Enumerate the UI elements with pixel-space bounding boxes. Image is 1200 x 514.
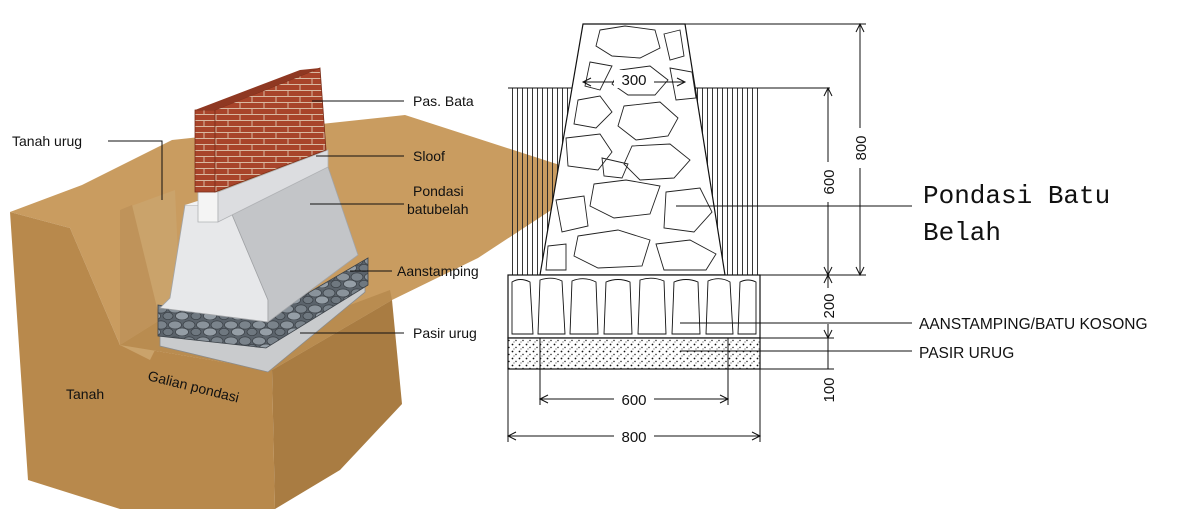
stone-foundation: [539, 23, 726, 276]
dim-label-600: 600: [621, 392, 646, 409]
label-tanah-urug: Tanah urug: [12, 133, 82, 149]
aanstamping-stones: [511, 277, 757, 335]
dim-arrow-800-left: [506, 431, 517, 441]
label-tanah: Tanah: [66, 386, 104, 402]
dim-arrow-v200-top: [823, 273, 833, 284]
dim-arrow-v800-top: [855, 22, 865, 33]
label-pondasi-line2: batubelah: [407, 201, 469, 217]
dim-bg-v800: [852, 128, 870, 168]
trench-left-wall-shade: [120, 205, 160, 345]
title-line2: Belah: [923, 218, 1001, 248]
brick-wall-front: [194, 109, 216, 193]
dim-arrow-300-right: [676, 77, 687, 87]
dim-arrow-v600-top: [823, 86, 833, 97]
dim-bg-800: [614, 427, 654, 445]
dim-bg-v600: [820, 162, 838, 202]
aanstamping-section: [507, 274, 761, 339]
dim-label-v600: 600: [821, 169, 838, 194]
pasir-section: [507, 337, 761, 370]
dim-arrow-300-left: [581, 77, 592, 87]
dim-arrow-600-left: [538, 394, 549, 404]
dim-label-v800: 800: [853, 135, 870, 160]
dim-bg-v100: [820, 372, 838, 408]
label-pas-bata: Pas. Bata: [413, 93, 474, 109]
soil-front-face: [272, 300, 402, 509]
soil-left-face: [10, 212, 275, 509]
dim-bg-v200: [820, 288, 838, 324]
dim-arrow-800-right: [751, 431, 762, 441]
isometric-illustration: Pas. Bata Sloof Pondasi batubelah Aansta…: [10, 67, 600, 509]
label-sloof: Sloof: [413, 148, 445, 164]
dim-bg-600: [614, 390, 654, 408]
label-pasir-urug-right: PASIR URUG: [919, 345, 1014, 362]
dim-label-v200: 200: [821, 293, 838, 318]
dim-label-300: 300: [621, 72, 646, 89]
stone-pattern: [545, 25, 717, 271]
dim-label-v100: 100: [821, 377, 838, 402]
dim-arrow-v800-bottom: [855, 266, 865, 277]
label-pasir-urug: Pasir urug: [413, 325, 477, 341]
dim-label-800: 800: [621, 429, 646, 446]
label-pondasi-line1: Pondasi: [413, 183, 464, 199]
dim-arrow-600-right: [719, 394, 730, 404]
sloof-front: [197, 191, 219, 223]
sloof-side: [217, 149, 329, 223]
cross-section-drawing: 300 600 800 800 600: [506, 22, 1148, 446]
brick-wall-top: [195, 68, 320, 110]
leader-tanah-urug: [108, 140, 163, 200]
title-line1: Pondasi Batu: [923, 181, 1110, 211]
label-aanstamping: Aanstamping: [397, 263, 479, 279]
dim-bg-300: [614, 70, 654, 88]
label-aanstamping-batu-kosong: AANSTAMPING/BATU KOSONG: [919, 316, 1148, 333]
